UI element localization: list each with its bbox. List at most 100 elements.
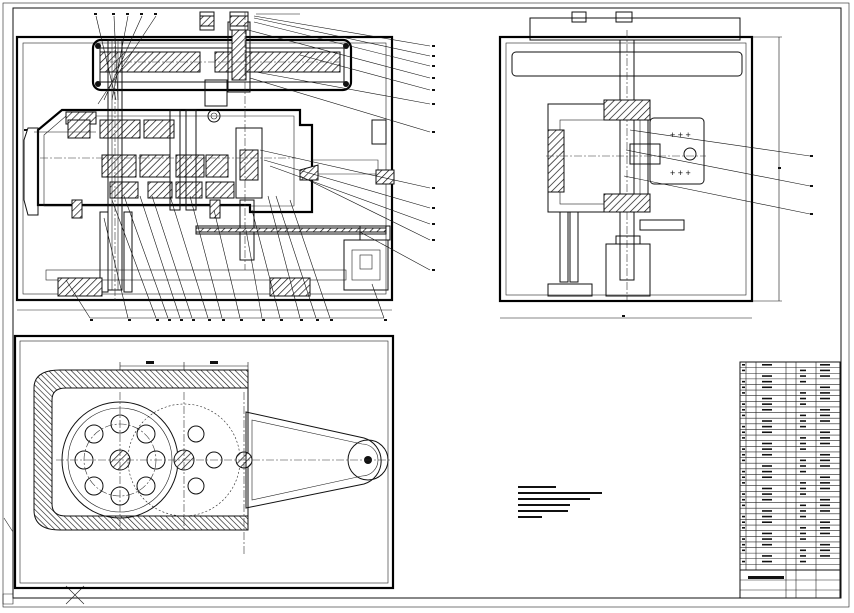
- parts-list-cell-mark: [800, 470, 806, 473]
- balloon-mark: [432, 131, 435, 133]
- parts-list-cell-mark: [742, 459, 745, 462]
- parts-list-cell-mark: [820, 482, 830, 484]
- parts-list-cell-mark: [742, 527, 745, 529]
- parts-list-cell-mark: [762, 420, 772, 422]
- parts-list-cell-mark: [762, 515, 772, 518]
- parts-list-cell-mark: [800, 369, 806, 372]
- balloon-mark: [432, 103, 435, 105]
- parts-list-cell-mark: [742, 521, 745, 524]
- balloon-mark: [240, 319, 243, 321]
- parts-list-cell-mark: [762, 538, 772, 540]
- parts-list-cell-mark: [762, 364, 772, 366]
- parts-list-cell-mark: [820, 431, 830, 434]
- balloon-mark: [432, 45, 435, 47]
- parts-list-cell-mark: [762, 380, 772, 383]
- parts-list-cell-mark: [762, 425, 772, 428]
- parts-list-cell-mark: [800, 392, 806, 394]
- balloon-mark: [24, 129, 27, 131]
- balloon-mark: [208, 319, 211, 321]
- parts-list-cell-mark: [742, 504, 745, 507]
- parts-list-cell-mark: [742, 386, 745, 389]
- balloon-mark: [432, 239, 435, 241]
- parts-list-cell-mark: [820, 420, 830, 422]
- parts-list-cell-mark: [820, 459, 830, 462]
- balloon-mark: [432, 207, 435, 209]
- front-view-leaders: [95, 13, 431, 271]
- top-view: [13, 334, 395, 590]
- parts-list-cell-mark: [762, 453, 772, 456]
- parts-list-cell-mark: [762, 442, 772, 445]
- parts-list-cell-mark: [820, 392, 830, 394]
- parts-list-cell-mark: [820, 487, 830, 490]
- parts-list-cell-mark: [762, 470, 772, 473]
- parts-list-cell-mark: [820, 504, 830, 507]
- parts-list-cell-mark: [742, 493, 745, 495]
- parts-list-cell-mark: [800, 504, 806, 507]
- parts-list-cell-mark: [800, 425, 806, 428]
- parts-list-cell-mark: [820, 476, 830, 479]
- parts-list-cell-mark: [820, 414, 830, 417]
- parts-list-cell-mark: [762, 476, 772, 479]
- parts-list-cell-mark: [762, 521, 772, 524]
- balloon-mark: [316, 319, 319, 321]
- parts-list-cell-mark: [820, 453, 830, 456]
- parts-list-cell-mark: [762, 510, 772, 512]
- parts-list-cell-mark: [762, 543, 772, 546]
- parts-list-cell-mark: [742, 453, 745, 456]
- parts-list-cell-mark: [742, 369, 745, 372]
- balloon-mark: [384, 319, 387, 321]
- balloon-mark: [90, 319, 93, 321]
- parts-list-cell-mark: [742, 392, 745, 394]
- parts-list-cell-mark: [762, 386, 772, 389]
- balloon-mark: [432, 223, 435, 225]
- parts-list-cell-mark: [762, 431, 772, 434]
- balloon-mark: [222, 319, 225, 321]
- parts-list-cell-mark: [800, 482, 806, 484]
- parts-list-cell-mark: [742, 543, 745, 546]
- parts-list-cell-mark: [820, 532, 830, 535]
- parts-list-cell-mark: [762, 403, 772, 405]
- balloon-mark: [432, 89, 435, 91]
- parts-list-cell-mark: [800, 487, 806, 490]
- parts-list-cell-mark: [800, 437, 806, 439]
- balloon-mark: [622, 315, 625, 317]
- parts-list-cell-mark: [800, 532, 806, 535]
- parts-list-cell-mark: [742, 482, 745, 484]
- parts-list-cell-mark: [762, 487, 772, 490]
- parts-list-cell-mark: [820, 437, 830, 439]
- parts-list-cell-mark: [800, 493, 806, 495]
- parts-list-cell-mark: [800, 515, 806, 518]
- parts-list-cell-mark: [742, 515, 745, 518]
- balloon-mark: [128, 319, 131, 321]
- parts-list-cell-mark: [820, 527, 830, 529]
- parts-list-cell-mark: [820, 408, 830, 411]
- technical-notes: [518, 486, 602, 518]
- balloon-mark: [432, 77, 435, 79]
- parts-list-cell-mark: [742, 549, 745, 552]
- parts-list-cell-mark: [820, 364, 830, 366]
- parts-list-cell-mark: [800, 527, 806, 529]
- parts-list-cell-mark: [800, 549, 806, 552]
- parts-list-cell-mark: [800, 380, 806, 383]
- parts-list-cell-mark: [742, 498, 745, 501]
- balloon-mark: [810, 155, 813, 157]
- balloon-mark: [330, 319, 333, 321]
- parts-list-cell-mark: [800, 459, 806, 462]
- parts-list-cell-mark: [762, 408, 772, 411]
- balloon-mark: [432, 187, 435, 189]
- parts-list-cell-mark: [820, 442, 830, 445]
- parts-list-cell-mark: [762, 397, 772, 400]
- parts-list-cell-mark: [800, 510, 806, 512]
- parts-list-cell-mark: [820, 510, 830, 512]
- side-view: + + + + + +: [498, 11, 811, 319]
- parts-list-cell-mark: [800, 555, 806, 557]
- balloon-mark: [432, 55, 435, 57]
- balloon-mark: [140, 13, 143, 15]
- parts-list-cell-mark: [742, 560, 745, 563]
- parts-list-cell-mark: [800, 538, 806, 540]
- parts-list-cell-mark: [820, 386, 830, 389]
- parts-list-cell-mark: [742, 414, 745, 417]
- parts-list-cell-mark: [762, 465, 772, 467]
- parts-list-cell-mark: [742, 470, 745, 473]
